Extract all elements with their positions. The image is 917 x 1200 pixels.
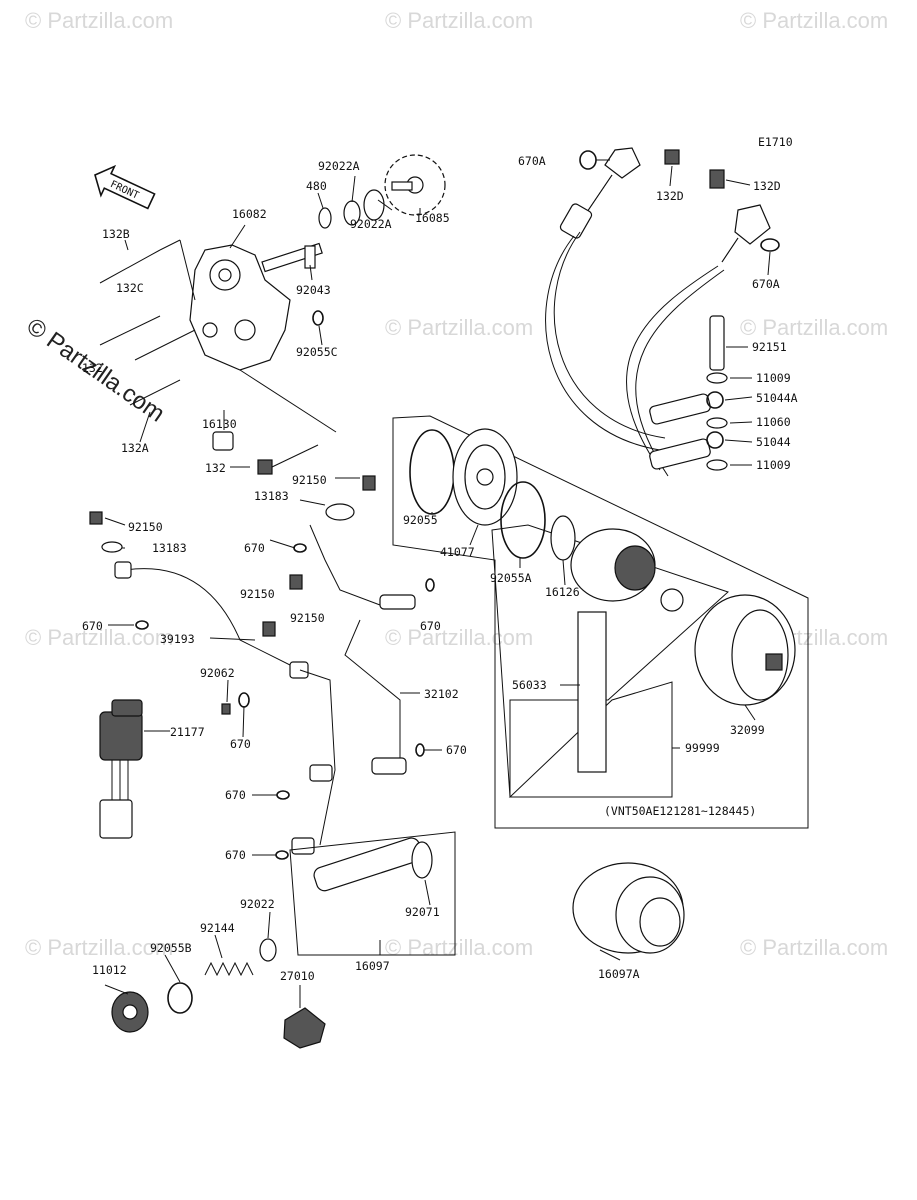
part-label: 92144 bbox=[200, 921, 235, 935]
part-label: 670 bbox=[225, 848, 246, 862]
part-label: 670 bbox=[420, 619, 441, 633]
part-label: 670 bbox=[244, 541, 265, 555]
part-label: 92055C bbox=[296, 345, 338, 359]
part-label: 16126 bbox=[545, 585, 580, 599]
part-label: 670A bbox=[518, 154, 546, 168]
part-label: 16082 bbox=[232, 207, 267, 221]
part-label: 132A bbox=[121, 441, 149, 455]
part-label: 51044 bbox=[756, 435, 791, 449]
part-label: 51044A bbox=[756, 391, 798, 405]
part-label: 132 bbox=[82, 361, 103, 375]
part-label: 92055B bbox=[150, 941, 192, 955]
watermark-text: © Partzilla.com bbox=[385, 8, 533, 33]
part-label: 16130 bbox=[202, 417, 237, 431]
diagram-code: E1710 bbox=[758, 135, 793, 149]
oil-filter-16097A bbox=[572, 862, 685, 954]
watermark-text: © Partzilla.com bbox=[25, 935, 173, 960]
watermark-text: © Partzilla.com bbox=[385, 935, 533, 960]
watermark-text: © Partzilla.com bbox=[25, 625, 173, 650]
part-label: 92150 bbox=[290, 611, 325, 625]
part-label: 32102 bbox=[424, 687, 459, 701]
watermark-text: © Partzilla.com bbox=[740, 8, 888, 33]
part-label: 13183 bbox=[254, 489, 289, 503]
oil-pump-assembly bbox=[99, 154, 446, 475]
watermark-text: © Partzilla.com bbox=[25, 8, 173, 33]
part-label: 670A bbox=[752, 277, 780, 291]
part-label: 670 bbox=[230, 737, 251, 751]
leader-lines bbox=[104, 159, 771, 1005]
part-label: 92151 bbox=[752, 340, 787, 354]
serial-note: (VNT50AE121281~128445) bbox=[604, 804, 756, 818]
part-label: 11009 bbox=[756, 458, 791, 472]
part-label: 92055A bbox=[490, 571, 532, 585]
oil-hose-assembly bbox=[545, 147, 780, 477]
part-label: 39193 bbox=[160, 632, 195, 646]
part-label: 92150 bbox=[240, 587, 275, 601]
part-label: 132D bbox=[753, 179, 781, 193]
part-label: 99999 bbox=[685, 741, 720, 755]
part-label: 32099 bbox=[730, 723, 765, 737]
part-label: 13183 bbox=[152, 541, 187, 555]
part-label: 132B bbox=[102, 227, 130, 241]
part-label: 11009 bbox=[756, 371, 791, 385]
part-label: 11060 bbox=[756, 415, 791, 429]
part-label: 41077 bbox=[440, 545, 475, 559]
part-label: 56033 bbox=[512, 678, 547, 692]
watermark-text: © Partzilla.com bbox=[740, 315, 888, 340]
oil-pipe-assembly bbox=[89, 475, 435, 860]
part-label: 92150 bbox=[292, 473, 327, 487]
watermark-text: © Partzilla.com bbox=[740, 935, 888, 960]
cartridge-filter-assembly bbox=[392, 415, 809, 829]
strainer-assembly bbox=[104, 831, 456, 1049]
part-label: 670 bbox=[446, 743, 467, 757]
part-label: 92022A bbox=[350, 217, 392, 231]
part-labels: 92022A 480 16082 132B 132C 92043 92022A … bbox=[82, 154, 798, 983]
part-label: 92022A bbox=[318, 159, 360, 173]
part-label: 92071 bbox=[405, 905, 440, 919]
part-label: 92043 bbox=[296, 283, 331, 297]
part-label: 16085 bbox=[415, 211, 450, 225]
part-label: 132 bbox=[205, 461, 226, 475]
part-label: 16097 bbox=[355, 959, 390, 973]
watermark-text: © Partzilla.com bbox=[385, 625, 533, 650]
part-label: 27010 bbox=[280, 969, 315, 983]
part-label: 132C bbox=[116, 281, 144, 295]
part-label: 670 bbox=[225, 788, 246, 802]
part-label: 132D bbox=[656, 189, 684, 203]
part-label: 92150 bbox=[128, 520, 163, 534]
part-label: 670 bbox=[82, 619, 103, 633]
watermark-layer: © Partzilla.com © Partzilla.com © Partzi… bbox=[25, 8, 888, 960]
part-label: 21177 bbox=[170, 725, 205, 739]
part-label: 480 bbox=[306, 179, 327, 193]
part-label: 92022 bbox=[240, 897, 275, 911]
part-label: 92062 bbox=[200, 666, 235, 680]
front-arrow-icon: FRONT bbox=[94, 164, 156, 210]
part-label: 92055 bbox=[403, 513, 438, 527]
part-label: 16097A bbox=[598, 967, 640, 981]
watermark-text: © Partzilla.com bbox=[385, 315, 533, 340]
part-label: 11012 bbox=[92, 963, 127, 977]
